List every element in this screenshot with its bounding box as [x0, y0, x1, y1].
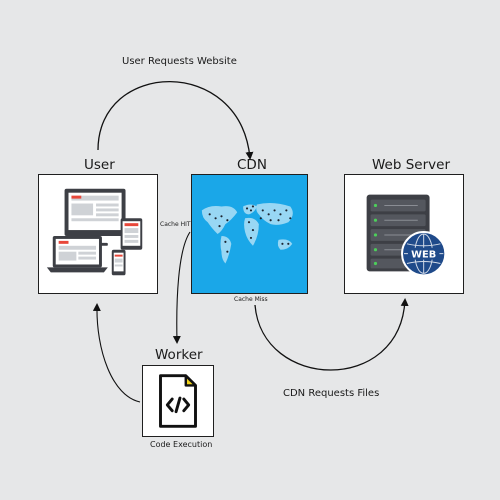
cdn-node-box [191, 174, 308, 294]
node-title-cdn: CDN [237, 157, 267, 173]
code-file-icon [159, 374, 197, 428]
web-badge-text: WEB [411, 250, 436, 261]
worker-node-box [142, 365, 214, 437]
arrow-cdn-to-webserver [254, 298, 409, 371]
node-title-web-server: Web Server [372, 157, 450, 173]
flow-label-cdn-requests-files: CDN Requests Files [283, 388, 380, 399]
arrow-worker-to-user [92, 303, 141, 403]
flow-label-user-requests-website: User Requests Website [122, 56, 237, 67]
cache-miss-label: Cache Miss [234, 296, 268, 303]
user-node-box [38, 174, 158, 294]
multi-device-icon [46, 188, 143, 276]
server-web-globe-icon: WEB [366, 194, 447, 277]
node-title-user: User [84, 157, 115, 173]
node-title-worker: Worker [155, 347, 203, 363]
arrow-user-to-cdn [97, 81, 254, 160]
worker-caption: Code Execution [150, 440, 213, 449]
cache-hit-label: Cache HIT [160, 221, 191, 228]
world-map-icon [201, 202, 293, 264]
arrow-cdn-to-worker [172, 231, 191, 344]
web-server-node-box: WEB [344, 174, 464, 294]
